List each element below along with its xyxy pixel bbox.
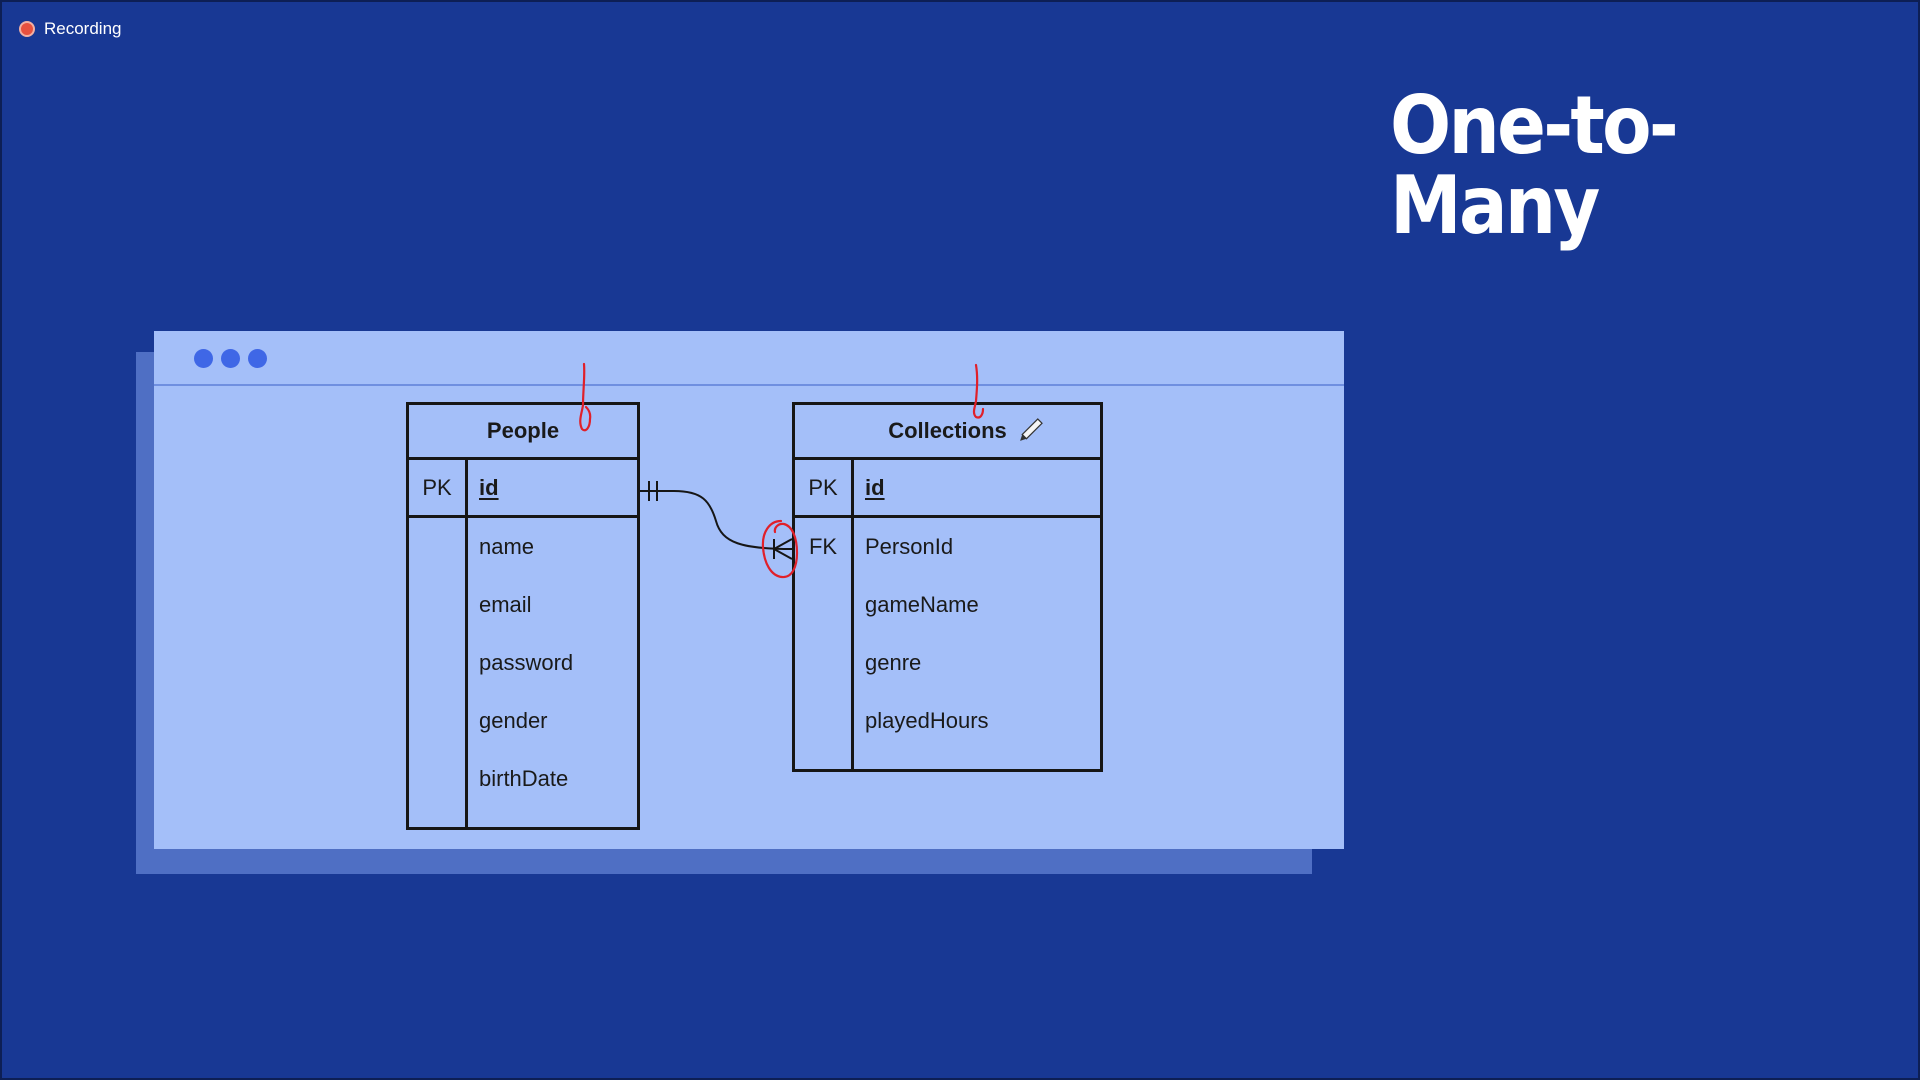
recording-label: Recording	[44, 19, 122, 38]
field-name: id	[865, 474, 885, 500]
table-row[interactable]: playedHours	[795, 692, 1100, 750]
window-dot-yellow[interactable]	[221, 349, 240, 368]
field-name: email	[479, 592, 532, 617]
field-name: genre	[865, 650, 922, 675]
key-label: PK	[808, 474, 838, 500]
table-row[interactable]: password	[409, 634, 637, 692]
diagram-window: People PK id name email password gender …	[154, 331, 1344, 849]
pencil-icon	[1020, 418, 1043, 441]
table-row-primary[interactable]: PK id	[795, 460, 1100, 518]
crowfoot-marker	[773, 538, 793, 550]
table-row[interactable]: genre	[795, 634, 1100, 692]
table-header: Collections	[795, 405, 1100, 460]
field-name: PersonId	[865, 534, 954, 559]
window-title-bar	[154, 331, 1344, 386]
table-people[interactable]: People PK id name email password gender …	[406, 402, 640, 830]
record-dot-icon	[19, 21, 35, 37]
table-collections[interactable]: Collections PK id FK PersonId gameName g…	[792, 402, 1103, 772]
crowfoot-marker	[773, 548, 793, 560]
table-row[interactable]: FK PersonId	[795, 518, 1100, 576]
recording-indicator[interactable]: Recording	[19, 18, 122, 40]
slide-title: One-to-Many	[1390, 79, 1679, 252]
annotation-arrow-people	[579, 362, 592, 432]
field-name: name	[479, 534, 535, 559]
diagram-overlay	[579, 362, 1043, 579]
table-row-primary[interactable]: PK id	[409, 460, 637, 518]
field-name: playedHours	[865, 708, 989, 733]
relationship-line	[640, 490, 793, 550]
field-name: id	[479, 474, 499, 500]
table-row[interactable]: gender	[409, 692, 637, 750]
key-column-divider	[851, 460, 854, 769]
table-row[interactable]: name	[409, 518, 637, 576]
window-dot-red[interactable]	[194, 349, 213, 368]
field-name: password	[479, 650, 574, 675]
field-name: birthDate	[479, 766, 569, 791]
key-label: FK	[808, 534, 838, 559]
table-row[interactable]: birthDate	[409, 750, 637, 808]
table-row[interactable]: email	[409, 576, 637, 634]
annotation-arrow-collections	[972, 363, 985, 419]
field-name: gameName	[865, 592, 979, 617]
table-header: People	[409, 405, 637, 460]
annotation-circle-fk	[761, 519, 799, 579]
key-column-divider	[465, 460, 468, 827]
window-dot-green[interactable]	[248, 349, 267, 368]
table-row[interactable]: gameName	[795, 576, 1100, 634]
field-name: gender	[479, 708, 548, 733]
key-label: PK	[422, 474, 452, 500]
